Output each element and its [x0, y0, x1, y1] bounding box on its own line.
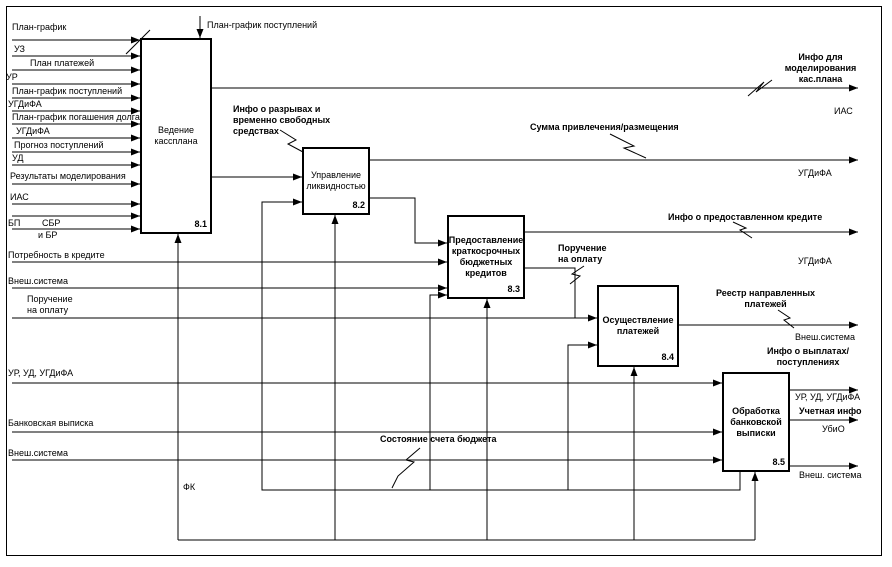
process-box-label: Ведение кассплана [154, 125, 198, 146]
process-box-number: 8.1 [194, 219, 207, 229]
process-box-label: Обработка банковской выписки [730, 405, 782, 438]
process-box-label: Предоставление краткосрочных бюджетных к… [448, 235, 524, 278]
left-input-arrows [12, 36, 722, 464]
diagram-border [6, 6, 882, 556]
feedback-account-state-to-8-2 [261, 198, 741, 491]
process-box-8-1: Ведение кассплана 8.1 [140, 38, 212, 234]
process-box-label: Осуществление платежей [602, 315, 674, 336]
label-info-dlya-modelirovaniya: Инфо для моделирования кас.плана [784, 52, 857, 84]
arrow-8-2-to-8-3 [370, 197, 447, 247]
feedback-account-state-to-8-3 [429, 291, 447, 490]
arrow-8-3-to-8-4 [525, 267, 576, 318]
label-vnesh-sistema-left-1: Внеш.система [8, 276, 68, 286]
label-plan-grafik: План-график [12, 22, 67, 32]
squiggle [391, 447, 421, 489]
process-box-8-4: Осуществление платежей 8.4 [597, 285, 679, 367]
label-ugdifa-right-2: УГДиФА [798, 256, 832, 266]
label-vnesh-sistema-left-2: Внеш.система [8, 448, 68, 458]
squiggle [732, 221, 753, 239]
label-ud: УД [12, 153, 24, 163]
process-box-8-5: Обработка банковской выписки 8.5 [722, 372, 790, 472]
squiggle-connectors [125, 29, 795, 489]
label-prognoz-postupleniy: Прогноз поступлений [14, 140, 104, 150]
label-sbr: СБР [42, 218, 61, 228]
process-box-8-3: Предоставление краткосрочных бюджетных к… [447, 215, 525, 299]
feedback-arrows [261, 198, 741, 491]
label-poruchenie-left: Поручение на оплату [27, 294, 73, 315]
label-plan-grafik-postupleniy: План-график поступлений [12, 86, 123, 96]
label-reestr-platezhey: Реестр направленных платежей [715, 288, 816, 309]
squiggle [777, 309, 795, 329]
process-box-number: 8.2 [352, 200, 365, 210]
label-potrebnost-v-kredite: Потребность в кредите [8, 250, 105, 260]
label-plan-grafik-postupleniy-top: План-график поступлений [207, 20, 318, 30]
label-info-o-vyplatah: Инфо о выплатах/поступлениях [767, 346, 849, 367]
label-vnesh-sistema-right-2: Внеш. система [799, 470, 862, 480]
label-ias-left: ИАС [10, 192, 29, 202]
squiggle [125, 29, 151, 55]
label-ur-ud-ugdifa-right: УР, УД, УГДиФА [795, 392, 861, 402]
process-box-number: 8.5 [772, 457, 785, 467]
label-info-o-kredite: Инфо о предоставленном кредите [668, 212, 823, 222]
label-poruchenie-mid: Поручение на оплату [558, 243, 607, 264]
label-ur: УР [6, 72, 18, 82]
label-uz: УЗ [14, 44, 25, 54]
label-ur-ud-ugdifa-left: УР, УД, УГДиФА [8, 368, 74, 378]
feedback-account-state-to-8-4 [567, 341, 597, 490]
label-vnesh-sistema-right-1: Внеш.система [795, 332, 855, 342]
label-bp: БП [8, 218, 21, 228]
label-ugdifa-1: УГДиФА [8, 99, 42, 109]
squiggle [609, 133, 647, 159]
label-sostoyanie-scheta: Состояние счета бюджета [380, 434, 497, 444]
label-rezultaty-modelirovaniya: Результаты моделирования [10, 171, 126, 181]
label-fk: ФК [183, 482, 196, 492]
label-ugdifa-2: УГДиФА [16, 126, 50, 136]
label-ias-right: ИАС [834, 106, 853, 116]
label-summa-privlecheniya: Сумма привлечения/размещения [530, 122, 679, 132]
label-uchetnaya-info: Учетная инфо [799, 406, 862, 416]
squiggle [569, 265, 585, 285]
label-ubio: УбиО [822, 424, 845, 434]
label-plan-platezhey: План платежей [30, 58, 95, 68]
label-i-br: и БР [38, 230, 58, 240]
label-bankovskaya-vypiska: Банковская выписка [8, 418, 94, 428]
squiggle [279, 129, 304, 153]
process-box-label: Управление ликвидностью [306, 170, 366, 191]
label-info-o-razryvah: Инфо о разрывах и временно свободных сре… [233, 104, 331, 136]
process-box-number: 8.4 [661, 352, 674, 362]
process-box-8-2: Управление ликвидностью 8.2 [302, 147, 370, 215]
squiggle [747, 79, 773, 97]
mechanism-arrows [174, 215, 759, 541]
process-box-number: 8.3 [507, 284, 520, 294]
label-plan-grafik-pogasheniya: План-график погашения долга [12, 112, 140, 122]
label-ugdifa-right-1: УГДиФА [798, 168, 832, 178]
flow-arrows [212, 84, 858, 470]
